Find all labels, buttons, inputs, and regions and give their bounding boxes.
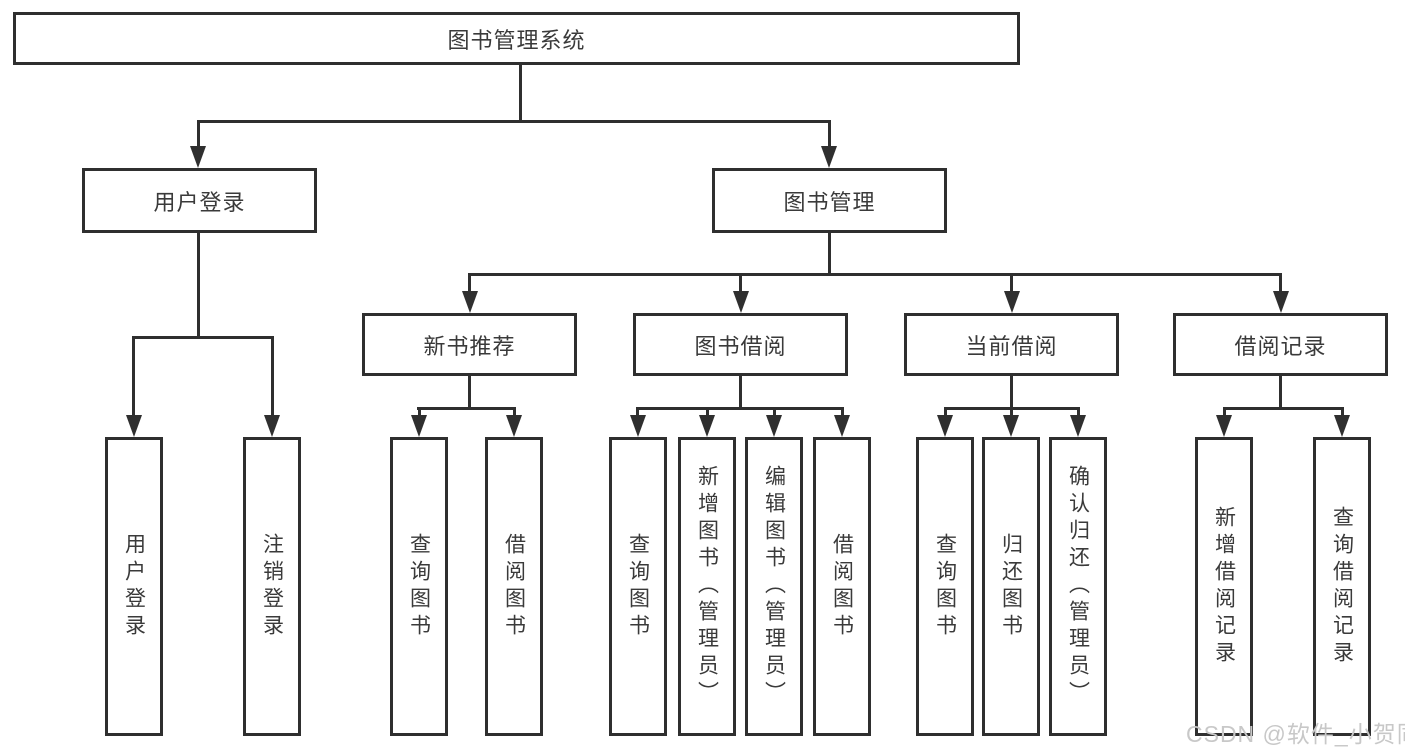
leaf-logout-label: 注销登录 bbox=[260, 532, 284, 641]
connector-line bbox=[1223, 407, 1226, 420]
connector-line bbox=[417, 407, 516, 410]
arrow-down-icon bbox=[1070, 415, 1086, 437]
leaf-add-borrow-record-label: 新增借阅记录 bbox=[1212, 505, 1236, 668]
leaf-edit-book-admin-label: 编辑图书（管理员） bbox=[762, 465, 786, 708]
leaf-return-books: 归还图书 bbox=[982, 437, 1040, 736]
connector-line bbox=[739, 376, 742, 410]
node-book-management: 图书管理 bbox=[712, 168, 947, 233]
node-user-login-label: 用户登录 bbox=[153, 189, 246, 215]
leaf-borrow-books-borrowing-label: 借阅图书 bbox=[830, 532, 854, 641]
connector-line bbox=[271, 336, 274, 421]
connector-line bbox=[739, 273, 742, 298]
connector-line bbox=[468, 376, 471, 410]
arrow-down-icon bbox=[411, 415, 427, 437]
connector-line bbox=[1279, 273, 1282, 298]
arrow-down-icon bbox=[126, 415, 142, 437]
arrow-down-icon bbox=[766, 415, 782, 437]
arrow-down-icon bbox=[821, 146, 837, 168]
connector-line bbox=[1010, 376, 1013, 410]
leaf-user-login: 用户登录 bbox=[105, 437, 163, 736]
node-book-borrowing: 图书借阅 bbox=[633, 313, 848, 376]
leaf-edit-book-admin: 编辑图书（管理员） bbox=[745, 437, 803, 736]
arrow-down-icon bbox=[834, 415, 850, 437]
connector-line bbox=[132, 336, 135, 421]
connector-line bbox=[197, 233, 200, 339]
leaf-query-books-borrowing-label: 查询图书 bbox=[626, 532, 650, 641]
connector-line bbox=[1341, 407, 1344, 420]
leaf-add-book-admin: 新增图书（管理员） bbox=[678, 437, 736, 736]
leaf-add-book-admin-label: 新增图书（管理员） bbox=[695, 465, 719, 708]
leaf-user-login-label: 用户登录 bbox=[122, 532, 146, 641]
connector-line bbox=[1279, 376, 1282, 410]
arrow-down-icon bbox=[699, 415, 715, 437]
connector-line bbox=[519, 65, 522, 121]
node-root: 图书管理系统 bbox=[13, 12, 1020, 65]
leaf-query-borrow-record-label: 查询借阅记录 bbox=[1330, 505, 1354, 668]
arrow-down-icon bbox=[1334, 415, 1350, 437]
leaf-borrow-books-recommend-label: 借阅图书 bbox=[502, 532, 526, 641]
arrow-down-icon bbox=[462, 291, 478, 313]
connector-line bbox=[197, 120, 831, 123]
connector-line bbox=[468, 273, 471, 298]
arrow-down-icon bbox=[1216, 415, 1232, 437]
node-root-label: 图书管理系统 bbox=[447, 27, 586, 53]
leaf-logout: 注销登录 bbox=[243, 437, 301, 736]
node-borrowing-records: 借阅记录 bbox=[1173, 313, 1388, 376]
arrow-down-icon bbox=[630, 415, 646, 437]
connector-line bbox=[944, 407, 947, 420]
leaf-query-books-recommend: 查询图书 bbox=[390, 437, 448, 736]
connector-line bbox=[828, 120, 831, 152]
leaf-query-books-current-label: 查询图书 bbox=[933, 532, 957, 641]
leaf-query-borrow-record: 查询借阅记录 bbox=[1313, 437, 1371, 736]
leaf-query-books-recommend-label: 查询图书 bbox=[407, 532, 431, 641]
arrow-down-icon bbox=[264, 415, 280, 437]
connector-line bbox=[513, 407, 516, 420]
node-user-login: 用户登录 bbox=[82, 168, 317, 233]
connector-line bbox=[468, 273, 1282, 276]
leaf-query-books-borrowing: 查询图书 bbox=[609, 437, 667, 736]
node-new-book-recommend: 新书推荐 bbox=[362, 313, 577, 376]
leaf-borrow-books-recommend: 借阅图书 bbox=[485, 437, 543, 736]
arrow-down-icon bbox=[190, 146, 206, 168]
leaf-query-books-current: 查询图书 bbox=[916, 437, 974, 736]
arrow-down-icon bbox=[506, 415, 522, 437]
node-current-borrowing-label: 当前借阅 bbox=[965, 333, 1058, 359]
arrow-down-icon bbox=[733, 291, 749, 313]
connector-line bbox=[636, 407, 639, 420]
csdn-watermark: CSDN @软件_小贺同学 bbox=[1186, 721, 1405, 747]
connector-line bbox=[636, 407, 844, 410]
arrow-down-icon bbox=[1003, 415, 1019, 437]
connector-line bbox=[1077, 407, 1080, 420]
connector-line bbox=[773, 407, 776, 420]
connector-line bbox=[1223, 407, 1343, 410]
node-book-borrowing-label: 图书借阅 bbox=[694, 333, 787, 359]
leaf-return-books-label: 归还图书 bbox=[999, 532, 1023, 641]
arrow-down-icon bbox=[1004, 291, 1020, 313]
leaf-borrow-books-borrowing: 借阅图书 bbox=[813, 437, 871, 736]
connector-line bbox=[828, 233, 831, 276]
connector-line bbox=[1010, 407, 1013, 420]
leaf-add-borrow-record: 新增借阅记录 bbox=[1195, 437, 1253, 736]
leaf-confirm-return-admin: 确认归还（管理员） bbox=[1049, 437, 1107, 736]
arrow-down-icon bbox=[1273, 291, 1289, 313]
connector-line bbox=[706, 407, 709, 420]
node-current-borrowing: 当前借阅 bbox=[904, 313, 1119, 376]
connector-line bbox=[841, 407, 844, 420]
node-book-management-label: 图书管理 bbox=[783, 189, 876, 215]
node-borrowing-records-label: 借阅记录 bbox=[1234, 333, 1327, 359]
leaf-confirm-return-admin-label: 确认归还（管理员） bbox=[1066, 465, 1090, 708]
connector-line bbox=[418, 407, 421, 420]
node-new-book-recommend-label: 新书推荐 bbox=[423, 333, 516, 359]
connector-line bbox=[197, 120, 200, 152]
connector-line bbox=[1010, 273, 1013, 298]
connector-line bbox=[132, 336, 274, 339]
arrow-down-icon bbox=[937, 415, 953, 437]
